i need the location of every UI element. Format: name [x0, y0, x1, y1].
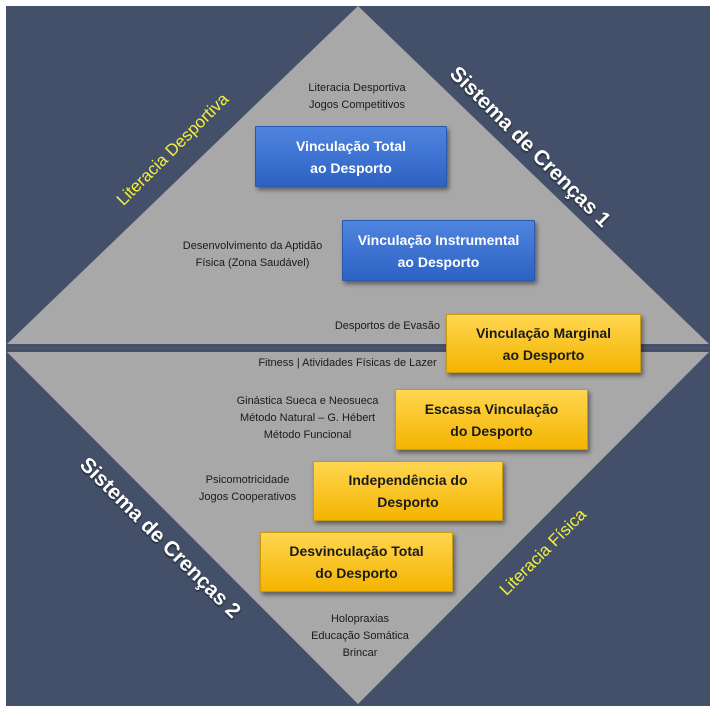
box-vinculacao-marginal: Vinculação Marginal ao Desporto [446, 314, 641, 373]
box-vinculacao-instrumental: Vinculação Instrumental ao Desporto [342, 220, 535, 281]
label-fitness-development: Desenvolvimento da Aptidão Física (Zona … [182, 240, 323, 269]
box-desvinculacao-total: Desvinculação Total do Desporto [260, 532, 453, 592]
label-holopraxias: Holopraxias Educação Somática Brincar [311, 613, 409, 659]
box-escassa-vinculacao: Escassa Vinculação do Desporto [395, 389, 588, 450]
label-psychomotor: Psicomotricidade Jogos Cooperativos [198, 474, 297, 503]
label-escape-sports: Desportos de Evasão [334, 320, 440, 332]
box-independencia: Independência do Desporto [313, 461, 503, 521]
label-gymnastics-methods: Ginástica Sueca e Neosueca Método Natura… [236, 395, 379, 441]
label-competitive-games: Literacia Desportiva Jogos Competitivos [308, 82, 406, 111]
box-vinculacao-total: Vinculação Total ao Desporto [255, 126, 447, 187]
label-fitness-leisure: Fitness | Atividades Físicas de Lazer [258, 357, 437, 369]
